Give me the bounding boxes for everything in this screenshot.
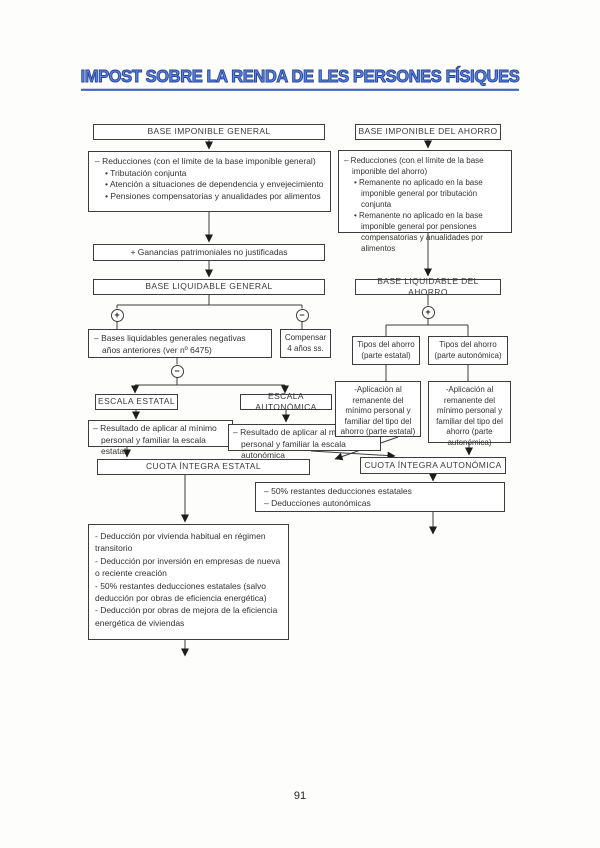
page-number: 91 bbox=[293, 790, 307, 802]
resultado-estatal-text: – Resultado de aplicar al mínimo persona… bbox=[93, 423, 217, 456]
page-title: IMPOST SOBRE LA RENDA DE LES PERSONES FÍ… bbox=[80, 67, 520, 91]
deducciones-cuota-item: – Deducciones autonómicas bbox=[264, 497, 371, 508]
box-escala-estatal: ESCALA ESTATAL bbox=[95, 394, 178, 410]
box-base-imponible-ahorro: BASE IMPONIBLE DEL AHORRO bbox=[355, 124, 501, 140]
box-reducciones-general: – Reducciones (con el límite de la base … bbox=[88, 151, 331, 212]
operator-minus-general: − bbox=[295, 308, 309, 322]
box-deducciones-cuota: – 50% restantes deducciones estatales – … bbox=[255, 482, 505, 512]
reducciones-ahorro-lead: – Reducciones (con el límite de la base … bbox=[344, 156, 484, 176]
box-escala-autonomica: ESCALA AUTONÓMICA bbox=[240, 391, 332, 412]
reducciones-general-item: • Atención a situaciones de dependencia … bbox=[105, 179, 324, 189]
box-base-liquidable-ahorro: BASE LIQUIDABLE DEL AHORRO bbox=[355, 276, 501, 297]
deducciones-finales-item: - Deducción por inversión en empresas de… bbox=[95, 555, 281, 579]
deducciones-cuota-item: – 50% restantes deducciones estatales bbox=[264, 486, 412, 496]
box-compensar: Compensar 4 años ss. bbox=[280, 329, 331, 358]
deducciones-finales-item: - Deducción por obras de mejora de la ef… bbox=[95, 605, 278, 628]
box-bases-negativas: – Bases liquidables generales negativas … bbox=[88, 329, 272, 358]
deducciones-finales-item: - 50% restantes deducciones estatales (s… bbox=[95, 580, 267, 604]
operator-minus-bases: − bbox=[170, 364, 184, 378]
box-deducciones-finales: - Deducción por vivienda habitual en rég… bbox=[88, 524, 289, 640]
operator-plus-ahorro: + bbox=[421, 305, 435, 319]
page-title-wrap: IMPOST SOBRE LA RENDA DE LES PERSONES FÍ… bbox=[0, 67, 600, 91]
reducciones-ahorro-item: • Remanente no aplicado en la base impon… bbox=[354, 211, 483, 253]
deducciones-finales-item: - Deducción por vivienda habitual en rég… bbox=[95, 531, 266, 554]
plus-glyph: + bbox=[425, 306, 431, 317]
box-base-liquidable-general: BASE LIQUIDABLE GENERAL bbox=[93, 279, 325, 295]
box-resultado-estatal: – Resultado de aplicar al mínimo persona… bbox=[88, 420, 233, 456]
plus-glyph: + bbox=[114, 309, 120, 320]
box-aplicacion-remanente-estatal: -Aplicación al remanente del mínimo pers… bbox=[335, 381, 421, 437]
box-base-imponible-general: BASE IMPONIBLE GENERAL bbox=[93, 124, 325, 140]
minus-glyph: − bbox=[174, 365, 180, 376]
box-tipos-ahorro-autonomica: Tipos del ahorro (parte autonómica) bbox=[428, 336, 508, 365]
reducciones-general-lead: – Reducciones (con el límite de la base … bbox=[95, 156, 316, 166]
minus-glyph: − bbox=[299, 309, 305, 320]
resultado-autonomica-text: – Resultado de aplicar al mínimo persona… bbox=[233, 427, 357, 460]
box-cuota-integra-autonomica: CUOTA ÍNTEGRA AUTONÓMICA bbox=[360, 457, 506, 474]
reducciones-general-item: • Tributación conjunta bbox=[105, 167, 187, 178]
reducciones-general-item: • Pensiones compensatorias y anualidades… bbox=[105, 190, 321, 201]
bases-negativas-text: – Bases liquidables generales negativas … bbox=[94, 333, 246, 355]
box-ganancias-patrimoniales: + Ganancias patrimoniales no justificada… bbox=[93, 244, 325, 261]
box-aplicacion-remanente-autonomica: -Aplicación al remanente del mínimo pers… bbox=[428, 381, 511, 447]
operator-plus-general: + bbox=[110, 308, 124, 322]
box-reducciones-ahorro: – Reducciones (con el límite de la base … bbox=[338, 150, 512, 253]
box-cuota-integra-estatal: CUOTA ÍNTEGRA ESTATAL bbox=[97, 459, 310, 475]
box-tipos-ahorro-estatal: Tipos del ahorro (parte estatal) bbox=[352, 336, 420, 365]
reducciones-ahorro-item: • Remanente no aplicado en la base impon… bbox=[354, 178, 483, 209]
